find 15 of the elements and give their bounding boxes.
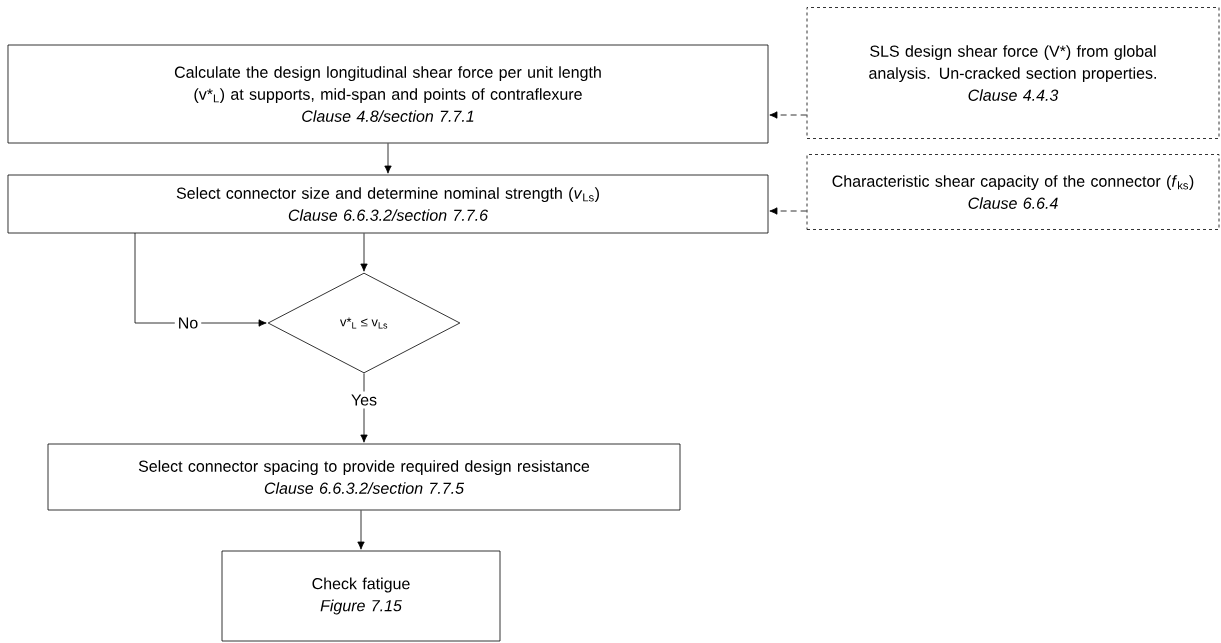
arrow xyxy=(769,207,807,215)
arrow xyxy=(384,143,392,174)
process-box: Select connector size and determine nominal strength (v$_{Ls}$) Clause 6.6.3.2/section 7.7.6 xyxy=(7,174,769,234)
process-box: Check fatigue Figure 7.15 xyxy=(221,550,501,642)
process-box: Select connector spacing to provide required design resistance Clause 6.6.3.2/section 7.7.5 xyxy=(47,443,681,511)
edge-label: No xyxy=(174,314,202,332)
edge-label: Yes xyxy=(347,391,381,409)
arrow xyxy=(134,232,267,327)
process-box: Calculate the design longitudinal shear force per unit length (v*$_{L}$) at supports, mid-span and points of contraflexure Clause 4.8/section 7.7.1 xyxy=(7,44,769,144)
arrow xyxy=(360,373,368,443)
arrow xyxy=(769,111,807,119)
input-box: SLS design shear force (V*) from global analysis. Un-cracked section properties. Clause 4.4.3 xyxy=(806,7,1220,139)
arrow xyxy=(357,510,365,550)
input-box: Characteristic shear capacity of the connector (f$_{ks}$) Clause 6.6.4 xyxy=(806,154,1220,230)
arrow xyxy=(360,233,368,272)
